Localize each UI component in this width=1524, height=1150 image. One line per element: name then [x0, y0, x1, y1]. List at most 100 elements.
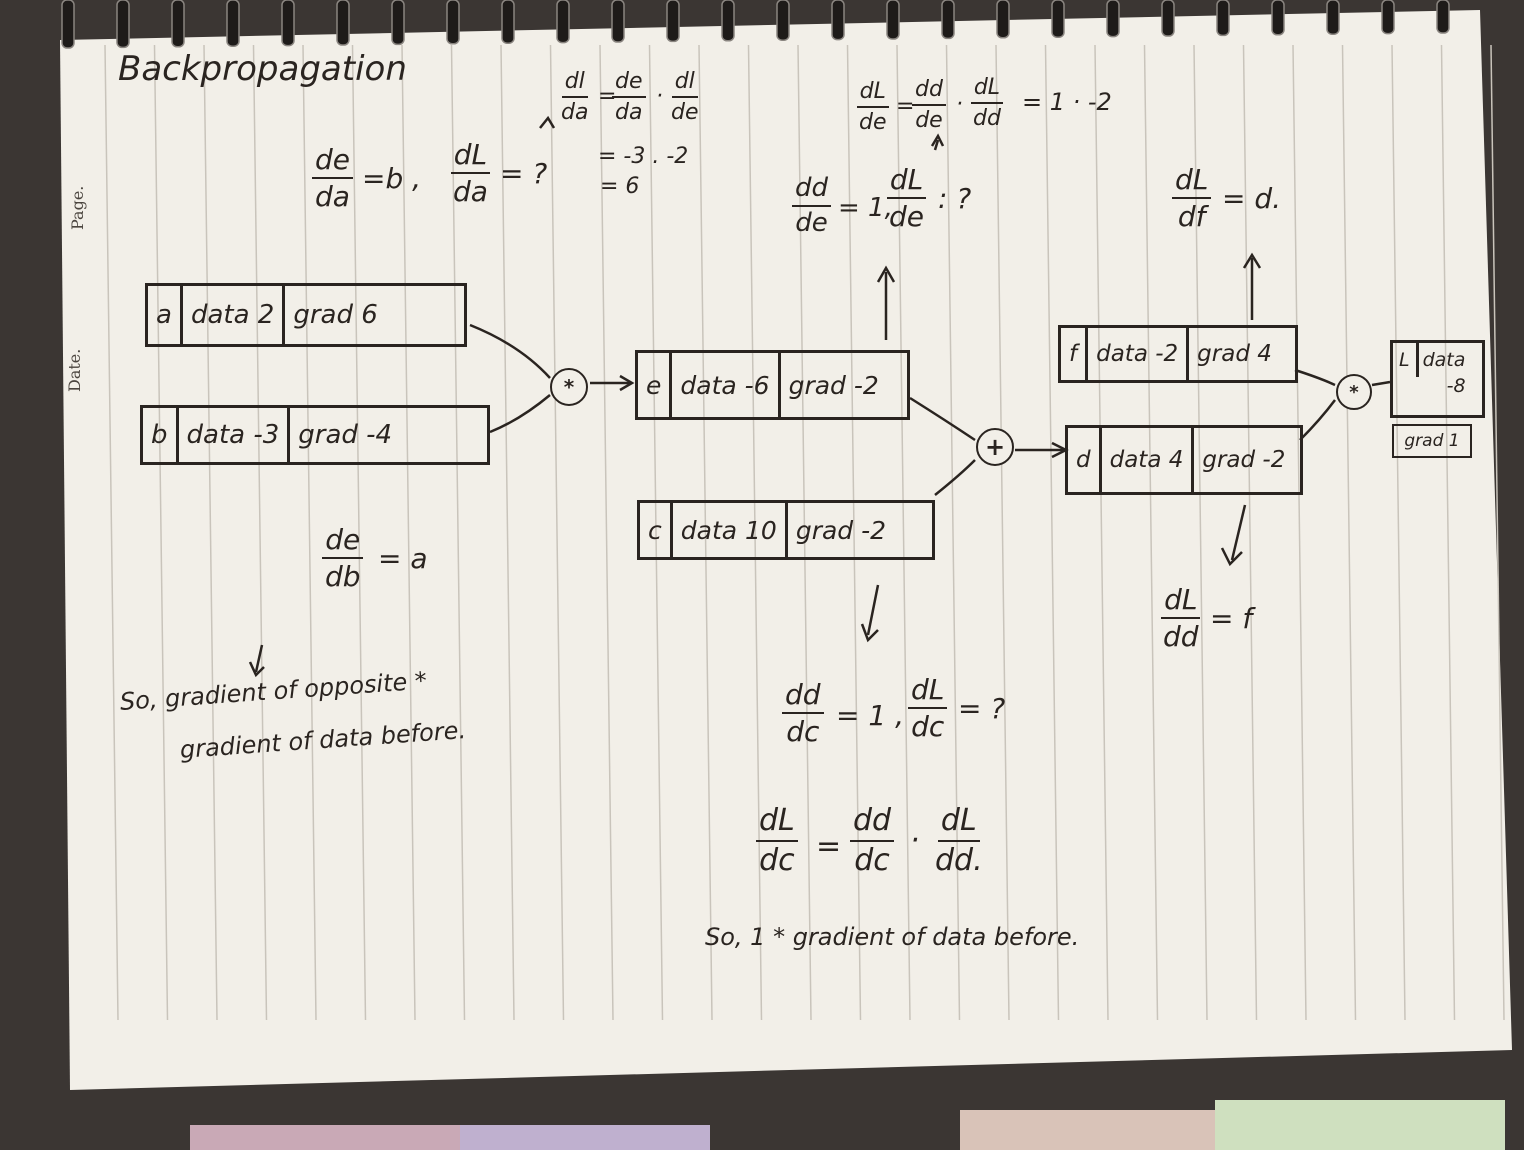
chain-e-result: = 1 · -2 [1022, 88, 1112, 116]
de-db-result: = a [378, 542, 428, 575]
node-b-grad: grad -4 [298, 420, 393, 450]
date-margin-label: Date. [65, 348, 84, 392]
ruled-line [945, 44, 961, 1021]
dd-dc-result: = 1 , [836, 699, 904, 732]
spiral-ring [886, 0, 900, 40]
node-e: e data -6 grad -2 [635, 350, 910, 420]
ruled-line [846, 44, 862, 1021]
ruled-lines [104, 44, 1505, 1021]
node-d-data: data 4 [1102, 428, 1195, 492]
dl-dc-question: = ? [958, 692, 1006, 725]
spiral-ring [996, 0, 1010, 39]
spiral-binding [61, 0, 1450, 49]
add-operator: + [976, 428, 1014, 466]
divider-tab [460, 1125, 710, 1150]
spiral-ring [1051, 0, 1065, 38]
graph-edges [248, 115, 1391, 678]
ruled-line [698, 44, 713, 1021]
spiral-ring [391, 0, 405, 46]
spiral-ring [1326, 0, 1340, 35]
spiral-ring [666, 0, 680, 43]
node-b-name: b [143, 408, 179, 462]
chain-a-product: = -3 . -2 [598, 144, 689, 169]
node-f-name: f [1061, 328, 1089, 380]
ruled-line [401, 44, 416, 1021]
node-d: d data 4 grad -2 [1065, 425, 1303, 495]
ruled-line [797, 44, 812, 1021]
ruled-line [599, 44, 614, 1021]
ruled-line [549, 44, 565, 1021]
ruled-line [153, 44, 169, 1021]
multiply-operator-final: * [1336, 374, 1372, 410]
de-da-result: =b , [362, 162, 422, 195]
ruled-line [1292, 44, 1307, 1021]
multiply-operator: * [550, 368, 588, 406]
ruled-line [450, 44, 466, 1021]
spiral-ring [1381, 0, 1395, 35]
dl-de-question: : ? [938, 182, 972, 215]
ruled-line [896, 44, 911, 1021]
node-f-grad: grad 4 [1197, 341, 1272, 367]
ruled-line [500, 44, 515, 1021]
ruled-line [1143, 44, 1159, 1021]
node-L-grad: grad 1 [1392, 424, 1472, 458]
ruled-line [995, 44, 1010, 1021]
divider-tab [190, 1125, 460, 1150]
chain-a-dot: · [656, 84, 663, 109]
ruled-line [203, 44, 218, 1021]
node-e-grad: grad -2 [788, 370, 879, 400]
node-b: b data -3 grad -4 [140, 405, 490, 465]
divider-tab [960, 1110, 1220, 1150]
chain-a-equals: = [598, 84, 617, 109]
node-c-grad: grad -2 [795, 515, 887, 545]
ruled-line [1242, 44, 1258, 1021]
ruled-line [302, 44, 317, 1021]
spiral-ring [941, 0, 955, 40]
spiral-ring [1271, 0, 1285, 36]
node-c: c data 10 grad -2 [637, 500, 935, 560]
spiral-ring [1216, 0, 1230, 37]
ruled-line [1490, 44, 1505, 1021]
chain-e-equals: = [896, 94, 915, 119]
ruled-line [1044, 44, 1060, 1021]
spiral-ring [611, 0, 625, 43]
spiral-ring [226, 0, 240, 47]
ruled-line [1440, 44, 1456, 1021]
node-b-data: data -3 [179, 408, 291, 462]
node-L-data-value: -8 [1446, 375, 1466, 397]
spiral-ring [501, 0, 515, 44]
spiral-ring [1106, 0, 1120, 38]
node-f-data: data -2 [1088, 328, 1190, 380]
node-a-data: data 2 [183, 286, 286, 344]
dl-df-result: = d. [1222, 182, 1282, 215]
spiral-ring [116, 0, 130, 49]
ruled-line [104, 44, 119, 1021]
dl-da-question: = ? [500, 157, 548, 190]
node-a-grad: grad 6 [293, 300, 378, 330]
spiral-ring [281, 0, 295, 47]
page-title: Backpropagation [118, 49, 407, 89]
node-d-name: d [1068, 428, 1102, 492]
ruled-line [1193, 44, 1208, 1021]
spiral-ring [336, 0, 350, 46]
chain-e-dot: · [956, 92, 963, 117]
node-e-name: e [638, 353, 673, 417]
spiral-ring [556, 0, 570, 44]
node-L-data: data [1422, 349, 1466, 371]
ruled-line [1341, 44, 1357, 1021]
node-e-data: data -6 [672, 353, 781, 417]
spiral-ring [1161, 0, 1175, 37]
